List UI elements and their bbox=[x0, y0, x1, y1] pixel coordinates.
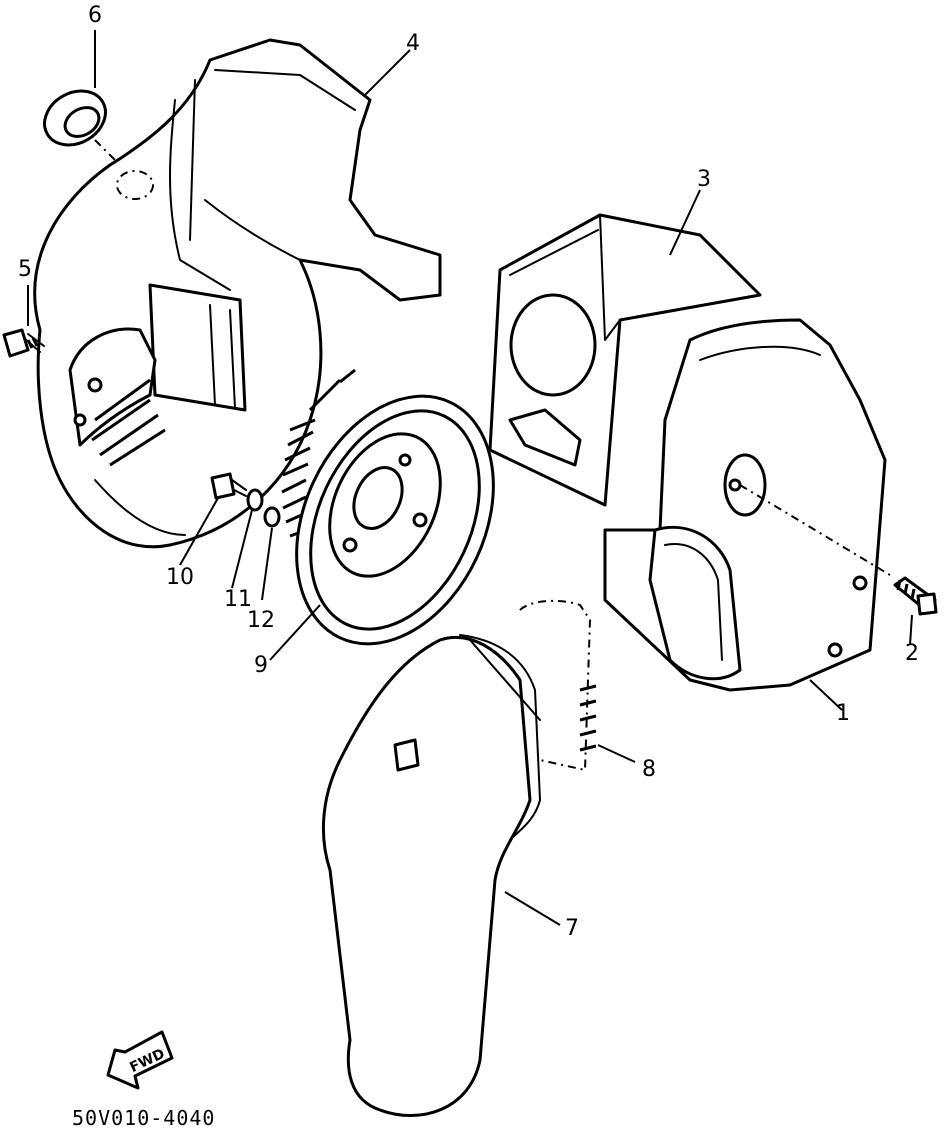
part-2-bolt bbox=[893, 576, 938, 616]
callout-12: 12 bbox=[247, 608, 275, 633]
callout-1: 1 bbox=[836, 701, 850, 726]
callout-4: 4 bbox=[406, 31, 420, 56]
part-9-cooling-fan bbox=[281, 368, 495, 646]
callout-6: 6 bbox=[88, 3, 102, 28]
callout-5: 5 bbox=[18, 257, 32, 282]
leader-lines bbox=[27, 30, 913, 926]
fwd-arrow-icon: FWD bbox=[106, 1030, 174, 1090]
callout-8: 8 bbox=[642, 757, 656, 782]
part-6-grommet bbox=[43, 89, 107, 147]
part-4-fan-shroud bbox=[33, 38, 442, 549]
part-8-clamp bbox=[519, 599, 597, 772]
part-10-bolt bbox=[210, 472, 247, 500]
drawing-code: 50V010-4040 bbox=[72, 1106, 215, 1130]
callout-2: 2 bbox=[905, 641, 919, 666]
callout-labels: 1 2 3 4 5 6 7 8 9 10 11 12 bbox=[18, 3, 919, 941]
part-11-washer bbox=[246, 488, 264, 512]
callout-9: 9 bbox=[254, 653, 268, 678]
part-5-bolt bbox=[2, 328, 45, 358]
part-12-washer bbox=[263, 506, 281, 528]
callout-11: 11 bbox=[224, 587, 252, 612]
callout-3: 3 bbox=[697, 167, 711, 192]
part-7-air-duct bbox=[322, 634, 541, 1118]
callout-10: 10 bbox=[166, 565, 194, 590]
part-3-housing bbox=[488, 213, 762, 507]
callout-7: 7 bbox=[565, 916, 579, 941]
part-1-cover bbox=[603, 318, 887, 692]
